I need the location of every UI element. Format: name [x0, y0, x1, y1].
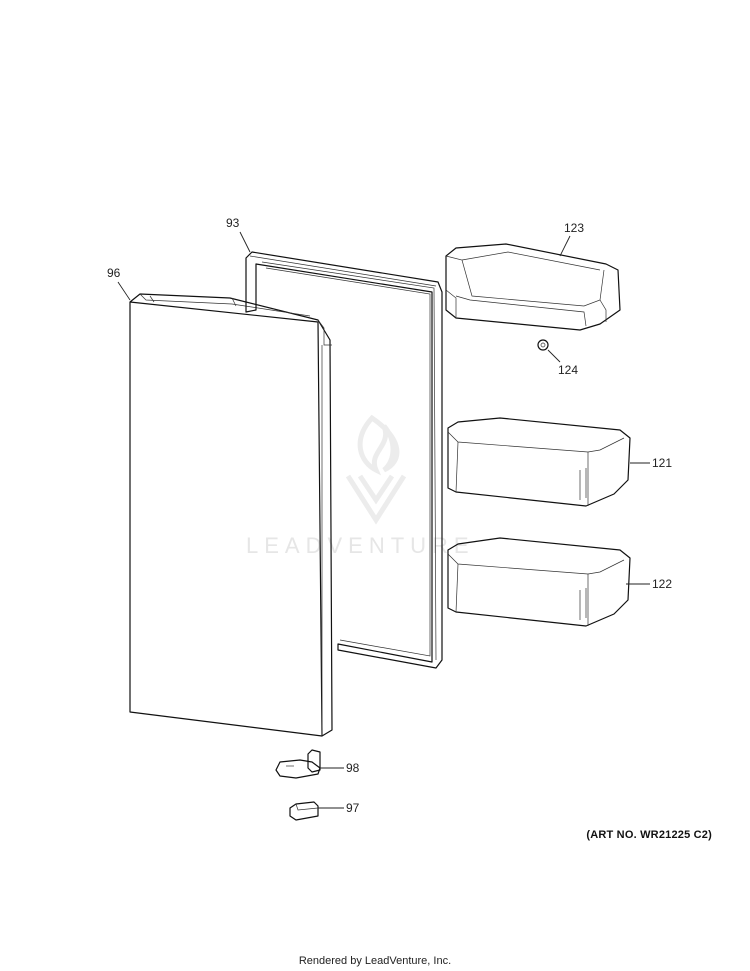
hinge-98	[275, 749, 321, 779]
leader-96	[117, 281, 131, 301]
clip-124	[537, 339, 549, 351]
callout-labels: 93 96 123 124 121 122 98 97	[107, 216, 672, 815]
callout-96: 96	[107, 266, 121, 280]
flame-logo-icon	[345, 414, 407, 525]
footer-credit: Rendered by LeadVenture, Inc.	[298, 955, 452, 967]
callout-98: 98	[346, 761, 360, 775]
leader-124	[547, 349, 561, 363]
door-panel-96	[129, 293, 333, 737]
leader-123	[559, 235, 571, 257]
callout-leaders	[117, 231, 650, 809]
watermark-text: LEADVENTURE	[246, 533, 475, 558]
door-bin-122	[447, 537, 631, 627]
callout-121: 121	[652, 456, 672, 470]
door-gasket-93	[245, 251, 443, 669]
bracket-97	[289, 801, 319, 821]
leader-93	[239, 231, 251, 253]
callout-123: 123	[564, 221, 584, 235]
door-bin-121	[447, 417, 631, 507]
art-number: (ART NO. WR21225 C2)	[586, 829, 712, 841]
callout-122: 122	[652, 577, 672, 591]
callout-97: 97	[346, 801, 360, 815]
callout-124: 124	[558, 363, 578, 377]
door-bin-123	[445, 243, 621, 331]
leadventure-watermark: LEADVENTURE	[246, 414, 475, 558]
callout-93: 93	[226, 216, 240, 230]
